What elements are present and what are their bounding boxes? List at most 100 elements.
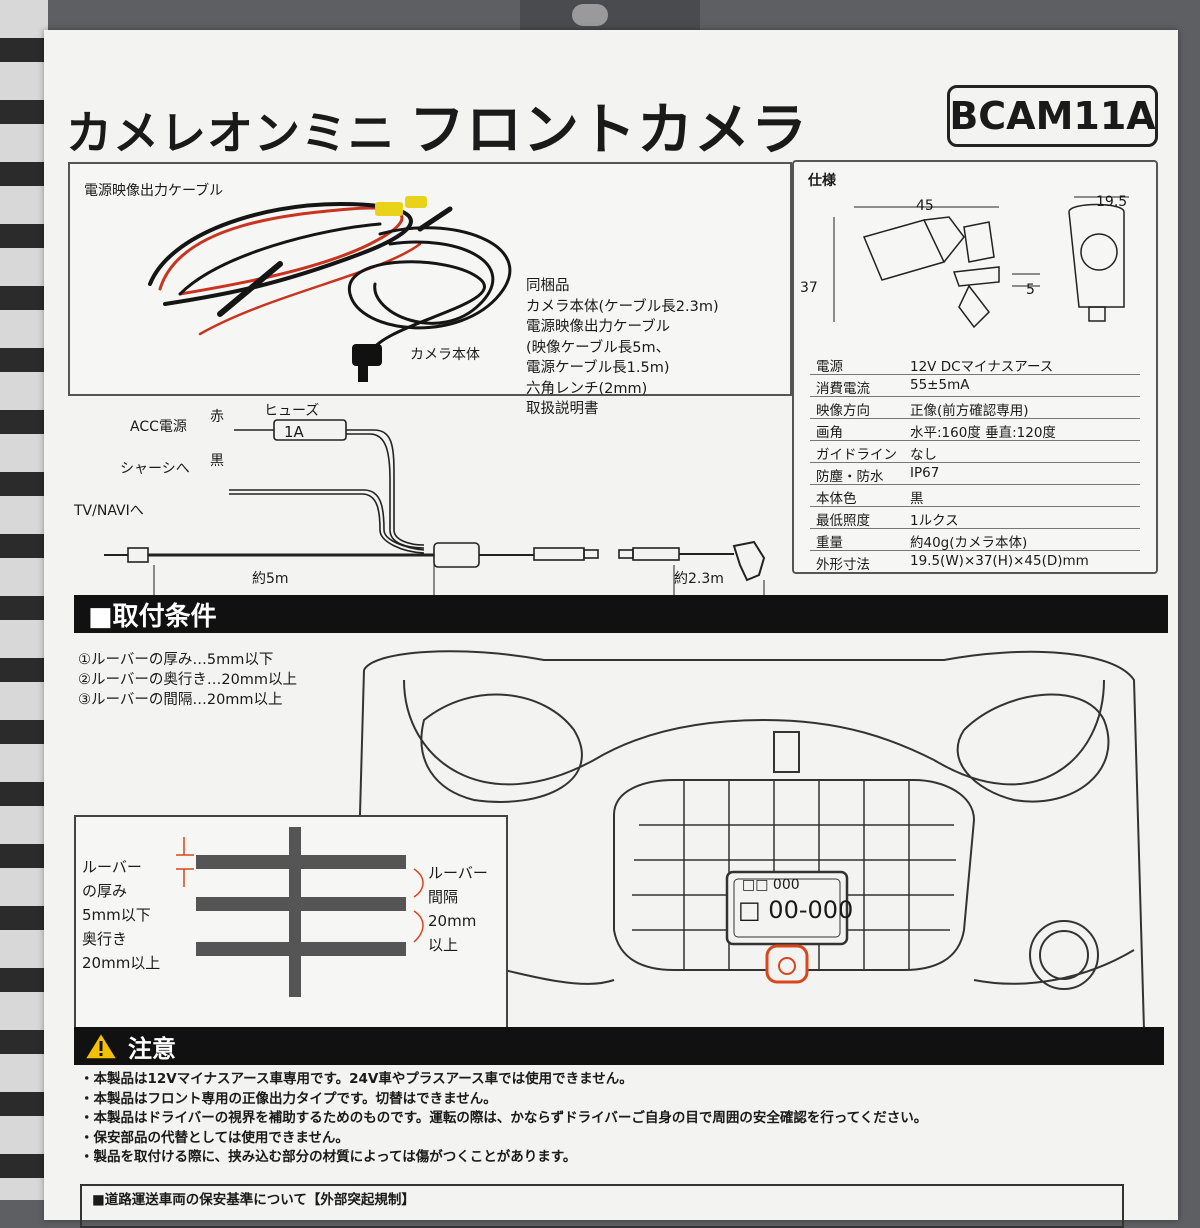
- contents-item: 電源ケーブル長1.5m): [526, 360, 670, 376]
- spec-value: 1ルクス: [910, 513, 959, 529]
- contents-box: 電源映像出力ケーブル カメラ本体 同梱品 カメラ本体(ケーブル長2.3m) 電源…: [68, 162, 792, 417]
- louver-label: 間隔: [428, 888, 459, 906]
- louver-label: ルーバー: [82, 858, 142, 876]
- contents-heading: 同梱品: [526, 278, 570, 294]
- camera-dimension-drawing: [833, 196, 1129, 329]
- camera-icon: [732, 540, 766, 582]
- spec-box: 仕様 45 19.5 37 5 電源 12V DCマイナスアース 消費電流 55±5…: [792, 160, 1158, 574]
- wiring-length-camera: 約2.3m: [674, 571, 724, 587]
- product-title: カメレオンミニフロントカメラ: [66, 85, 808, 166]
- dim-small: 5: [1026, 282, 1035, 298]
- contents-item: 電源映像出力ケーブル: [526, 319, 671, 335]
- spec-key: 外形寸法: [816, 557, 870, 573]
- product-photo: [148, 196, 512, 382]
- spec-row: 本体色黒: [810, 484, 1140, 507]
- caution-heading-bar: 注意: [74, 1027, 1164, 1065]
- louver-label: の厚み: [82, 882, 128, 900]
- louver-diagram: [176, 827, 424, 997]
- louver-label: 奥行き: [82, 930, 128, 948]
- spec-row: 防塵・防水 IP67: [810, 462, 1140, 485]
- caution-heading: 注意: [128, 1034, 176, 1063]
- spec-value: IP67: [910, 465, 940, 481]
- plate-top-text: □□ 000: [742, 877, 800, 893]
- caution-item: ・保安部品の代替としては使用できません。: [80, 1129, 349, 1146]
- rca-connector-icon: [375, 202, 403, 216]
- license-plate: [725, 870, 849, 946]
- wiring-black: 黒: [210, 453, 224, 469]
- caution-item: ・本製品はドライバーの視界を補助するためのものです。運転の際は、かならずドライバ…: [80, 1110, 928, 1126]
- dim-height: 37: [800, 280, 818, 296]
- spec-heading: 仕様: [808, 173, 836, 189]
- contents-list: 同梱品 カメラ本体(ケーブル長2.3m) 電源映像出力ケーブル (映像ケーブル長…: [526, 276, 719, 420]
- spec-row: 外形寸法 19.5(W)×37(H)×45(D)mm: [810, 550, 1140, 573]
- mounting-conditions: ①ルーバーの厚み…5mm以下 ②ルーバーの奥行き…20mm以上 ③ルーバーの間隔…: [78, 650, 297, 710]
- mounting-heading: ■取付条件: [74, 595, 1168, 633]
- cable-label: 電源映像出力ケーブル: [84, 183, 224, 199]
- wiring-tvnavi: TV/NAVIへ: [74, 503, 144, 519]
- spec-row: 映像方向 正像(前方確認専用): [810, 396, 1140, 419]
- spec-row: 画角 水平:160度 垂直:120度: [810, 418, 1140, 441]
- spec-value: 水平:160度 垂直:120度: [910, 425, 1056, 441]
- spec-key: 最低照度: [816, 513, 870, 529]
- contents-item: (映像ケーブル長5m、: [526, 339, 671, 356]
- spec-row: 重量 約40g(カメラ本体): [810, 528, 1140, 551]
- caution-item: ・製品を取付ける際に、挟み込む部分の材質によっては傷がつくことがあります。: [80, 1149, 577, 1165]
- junction-icon: [433, 542, 480, 568]
- right-headlight-icon: [956, 693, 1110, 803]
- caution-item: ・本製品は12Vマイナスアース車専用です。24V車やプラスアース車では使用できま…: [80, 1071, 633, 1087]
- spec-key: ガイドライン: [816, 447, 897, 463]
- spec-key: 消費電流: [816, 381, 870, 397]
- spec-value: 19.5(W)×37(H)×45(D)mm: [910, 553, 1089, 569]
- contents-item: カメラ本体(ケーブル長2.3m): [526, 298, 719, 315]
- spec-value: 黒: [910, 491, 924, 507]
- caution-list: ・本製品は12Vマイナスアース車専用です。24V車やプラスアース車では使用できま…: [80, 1070, 927, 1168]
- louver-label: 20mm以上: [82, 954, 161, 972]
- dim-depth: 19.5: [1096, 194, 1128, 210]
- title-main: フロントカメラ: [409, 98, 808, 163]
- spec-row: 最低照度 1ルクス: [810, 506, 1140, 529]
- condition-item: ②ルーバーの奥行き…20mm以上: [78, 672, 298, 688]
- louver-label: 20mm: [428, 912, 477, 930]
- wiring-diagram: [104, 419, 766, 605]
- condition-item: ①ルーバーの厚み…5mm以下: [78, 652, 274, 668]
- warning-icon: [84, 1031, 118, 1060]
- spec-row: 消費電流 55±5mA: [810, 374, 1140, 397]
- title-prefix: カメレオンミニ: [66, 106, 395, 160]
- caution-item: ・本製品はフロント専用の正像出力タイプです。切替はできません。: [80, 1090, 497, 1107]
- left-headlight-icon: [420, 693, 583, 803]
- condition-item: ③ルーバーの間隔…20mm以上: [78, 692, 283, 708]
- spec-value: 正像(前方確認専用): [910, 403, 1029, 419]
- spec-key: 重量: [816, 535, 843, 551]
- dim-width: 45: [916, 198, 934, 214]
- regulation-box: ■道路運送車両の保安基準について【外部突起規制】: [80, 1184, 1124, 1228]
- hanger-hook: [572, 4, 608, 26]
- spec-row: ガイドラインなし: [810, 440, 1140, 463]
- fog-lamp-icon: [1029, 920, 1099, 990]
- louver-label: ルーバー: [428, 864, 488, 882]
- front-grille-icon: [613, 779, 976, 971]
- louver-right-labels: ルーバー 間隔 20mm 以上: [428, 861, 488, 957]
- wiring-length-video: 約5m: [252, 571, 289, 587]
- spec-key: 電源: [816, 359, 843, 375]
- spec-value: 12V DCマイナスアース: [910, 359, 1054, 375]
- spec-key: 画角: [816, 425, 843, 441]
- spec-value: 55±5mA: [910, 377, 970, 393]
- contents-item: 取扱説明書: [526, 401, 599, 417]
- wiring-acc: ACC電源: [130, 419, 187, 435]
- wiring-red: 赤: [210, 409, 224, 425]
- background-stripes: [0, 0, 48, 1200]
- wiring-fuse-value: 1A: [284, 423, 304, 441]
- louver-label: 以上: [428, 936, 459, 954]
- louver-diagram-box: ルーバー の厚み 5mm以下 奥行き 20mm以上 ルーバー 間隔 20mm 以…: [74, 815, 508, 1034]
- spec-key: 防塵・防水: [816, 469, 884, 485]
- plate-bottom-text: □ 00-000: [738, 896, 854, 924]
- model-number: BCAM11A: [947, 85, 1158, 147]
- spec-row: 電源 12V DCマイナスアース: [810, 352, 1140, 375]
- spec-value: なし: [910, 447, 937, 463]
- spec-value: 約40g(カメラ本体): [910, 535, 1028, 551]
- car-illustration: [353, 650, 1145, 1030]
- spec-key: 映像方向: [816, 403, 870, 419]
- product-sheet: カメレオンミニフロントカメラ BCAM11A 電源映像出力ケーブル カメラ本体 …: [44, 30, 1178, 1228]
- wiring-chassis: シャーシへ: [120, 461, 190, 477]
- regulation-heading: ■道路運送車両の保安基準について【外部突起規制】: [92, 1192, 415, 1208]
